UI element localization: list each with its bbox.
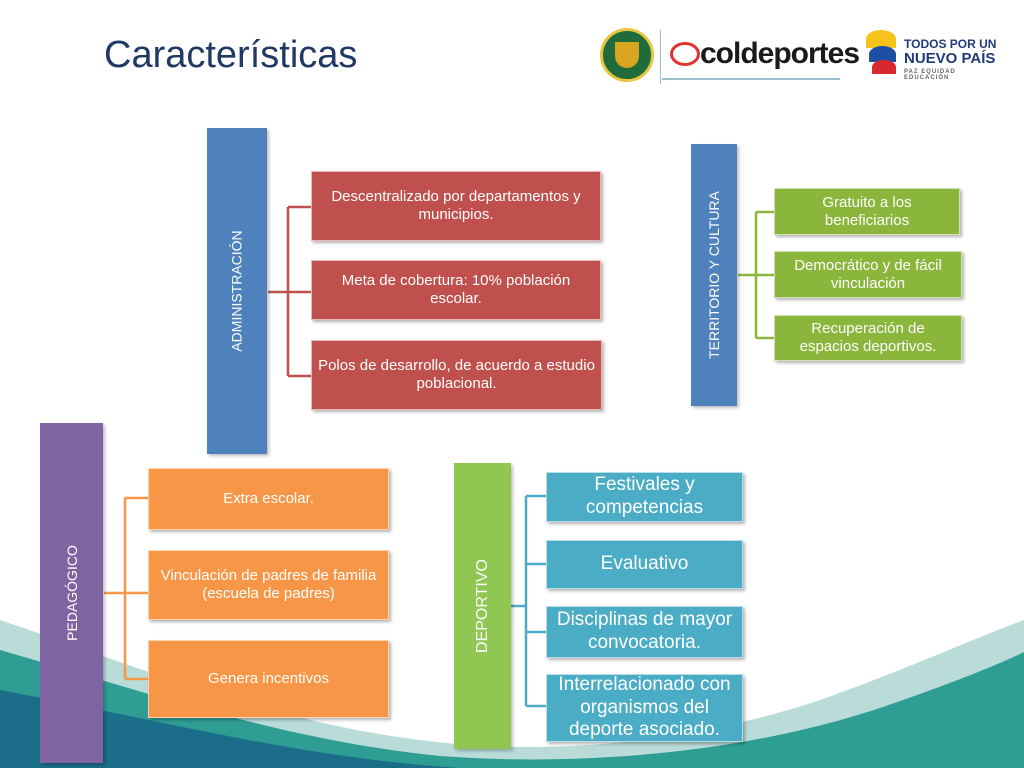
runner-icon	[670, 42, 700, 66]
administracion-label: ADMINISTRACIÓN	[229, 230, 245, 352]
pedagogico-bar: PEDAGÓGICO	[40, 423, 103, 763]
deportivo-item-1: Festivales y competencias	[546, 472, 743, 522]
deportivo-connectors	[511, 494, 546, 708]
pedagogico-item-1: Extra escolar.	[148, 468, 389, 530]
pedagogico-label: PEDAGÓGICO	[63, 545, 80, 641]
administracion-item-2: Meta de cobertura: 10% población escolar…	[311, 260, 601, 320]
pedagogico-item-2: Vinculación de padres de familia (escuel…	[148, 550, 389, 620]
flag-icon	[866, 30, 902, 82]
logo-line-3: PAZ EQUIDAD EDUCACIÓN	[904, 69, 956, 81]
territorio-item-3: Recuperación de espacios deportivos.	[774, 315, 962, 361]
administracion-item-3: Polos de desarrollo, de acuerdo a estudi…	[311, 340, 602, 410]
pedagogico-connectors	[104, 496, 148, 681]
deportivo-item-4: Interrelacionado con organismos del depo…	[546, 674, 743, 742]
territorio-connectors	[738, 210, 774, 340]
administracion-connectors	[268, 205, 311, 378]
deportivo-bar: DEPORTIVO	[454, 463, 511, 749]
coat-of-arms-icon	[615, 42, 639, 68]
coldeportes-logo: coldeportes	[662, 28, 860, 80]
todos-por-un-nuevo-pais-logo: TODOS POR UN NUEVO PAÍS PAZ EQUIDAD EDUC…	[904, 38, 1000, 81]
page-title: Características	[104, 34, 358, 76]
administracion-item-1: Descentralizado por departamentos y muni…	[311, 171, 601, 241]
territorio-label: TERRITORIO Y CULTURA	[706, 191, 722, 359]
administracion-bar: ADMINISTRACIÓN	[207, 128, 267, 454]
pedagogico-item-3: Genera incentivos	[148, 640, 389, 718]
logo-line-2: NUEVO PAÍS	[904, 50, 996, 67]
coldeportes-wordmark: coldeportes	[700, 37, 860, 70]
deportivo-label: DEPORTIVO	[473, 559, 491, 653]
deportivo-item-3: Disciplinas de mayor convocatoria.	[546, 606, 743, 658]
deportivo-item-2: Evaluativo	[546, 540, 743, 589]
colombia-seal-logo	[600, 28, 654, 82]
logo-divider	[660, 30, 661, 84]
territorio-bar: TERRITORIO Y CULTURA	[691, 144, 737, 406]
territorio-item-1: Gratuito a los beneficiarios	[774, 188, 960, 235]
territorio-item-2: Democrático y de fácil vinculación	[774, 251, 962, 298]
logo-line-1: TODOS POR UN	[904, 37, 997, 51]
logo-bar: coldeportes TODOS POR UN NUEVO PAÍS PAZ …	[600, 28, 1000, 88]
